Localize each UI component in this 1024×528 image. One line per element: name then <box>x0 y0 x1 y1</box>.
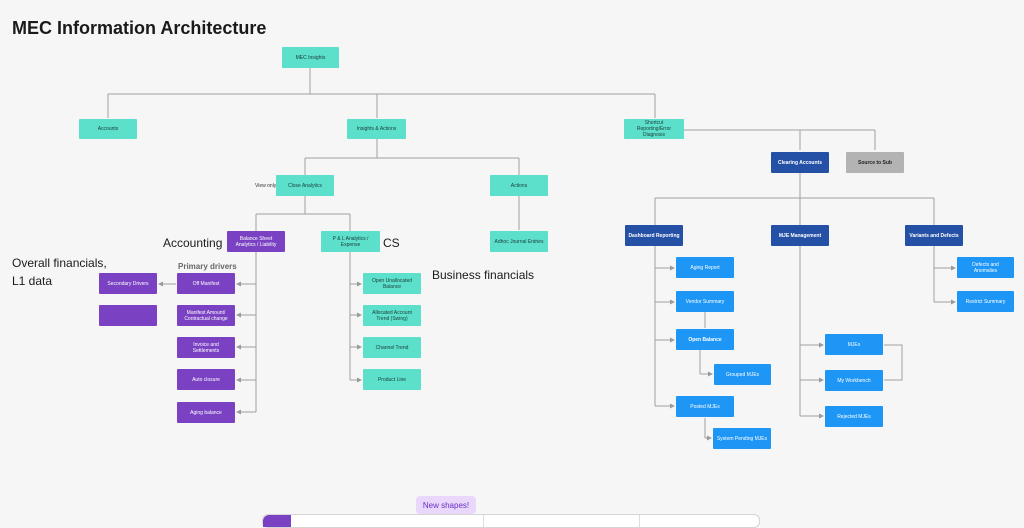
node-posted-mjes[interactable]: Posted MJEs <box>676 396 734 417</box>
annotation-overall-line2: L1 data <box>12 274 53 288</box>
node-dashboard-reporting[interactable]: Dashboard Reporting <box>625 225 683 246</box>
node-invoice-settlements[interactable]: Invoice and Settlements <box>177 337 235 358</box>
toolbar-divider <box>483 515 484 527</box>
node-open-unallocated[interactable]: Open Unallocated Balance <box>363 273 421 294</box>
node-source-to-sub[interactable]: Source to Sub <box>846 152 904 173</box>
node-channel-trend[interactable]: Channel Trend <box>363 337 421 358</box>
annotation-overall-line1: Overall financials, <box>12 256 107 270</box>
node-close-analytics[interactable]: Close Analytics <box>276 175 334 196</box>
node-insights-actions[interactable]: Insights & Actions <box>347 119 406 139</box>
node-mec-insights[interactable]: MEC Insights <box>282 47 339 68</box>
annotation-accounting: Accounting <box>163 236 223 250</box>
node-secondary-drivers[interactable]: Secondary Drivers <box>99 273 157 294</box>
node-adhoc-journal[interactable]: Adhoc Journal Entries <box>490 231 548 252</box>
node-actions[interactable]: Actions <box>490 175 548 196</box>
node-pl-analytics[interactable]: P & L Analytics / Expense <box>321 231 380 252</box>
toolbar-divider <box>639 515 640 527</box>
node-mje-management[interactable]: MJE Management <box>771 225 829 246</box>
node-vendor-summary[interactable]: Vendor Summary <box>676 291 734 312</box>
node-defects-anomalies[interactable]: Defects and Anomalies <box>957 257 1014 278</box>
annotation-cs: CS <box>383 236 400 250</box>
node-restrict-summary[interactable]: Restrict Summary <box>957 291 1014 312</box>
node-manifest-amount[interactable]: Manifest Amount/ Contractual change <box>177 305 235 326</box>
node-product-line[interactable]: Product Line <box>363 369 421 390</box>
node-my-workbench[interactable]: My Workbench <box>825 370 883 391</box>
node-aging-report[interactable]: Aging Report <box>676 257 734 278</box>
node-allocated-trend[interactable]: Allocated Account Trend (Swing) <box>363 305 421 326</box>
node-rejected-mjes[interactable]: Rejected MJEs <box>825 406 883 427</box>
node-system-pending[interactable]: System Pending MJEs <box>713 428 771 449</box>
node-auto-closure[interactable]: Auto closure <box>177 369 235 390</box>
node-variants-defects[interactable]: Variants and Defects <box>905 225 963 246</box>
annotation-view-only: View only <box>255 183 277 189</box>
node-blank-purple[interactable] <box>99 305 157 326</box>
bottom-toolbar[interactable] <box>262 514 760 528</box>
page-title: MEC Information Architecture <box>12 18 267 38</box>
node-open-balance[interactable]: Open Balance <box>676 329 734 350</box>
node-mjes[interactable]: MJEs <box>825 334 883 355</box>
node-accounts[interactable]: Accounts <box>79 119 137 139</box>
node-shortcut-reporting[interactable]: Shortcut Reporting/Error Diagnosis <box>624 119 684 139</box>
toolbar-shapes-segment[interactable] <box>263 515 291 527</box>
new-shapes-badge[interactable]: New shapes! <box>416 496 476 514</box>
node-clearing-accounts[interactable]: Clearing Accounts <box>771 152 829 173</box>
annotation-business-financials: Business financials <box>432 268 535 282</box>
node-grouped-mjes[interactable]: Grouped MJEs <box>714 364 771 385</box>
annotation-primary-drivers: Primary drivers <box>178 262 237 271</box>
node-off-manifest[interactable]: Off Manifest <box>177 273 235 294</box>
node-aging-balance[interactable]: Aging balance <box>177 402 235 423</box>
node-balance-sheet[interactable]: Balance Sheet Analytics / Liability <box>227 231 285 252</box>
